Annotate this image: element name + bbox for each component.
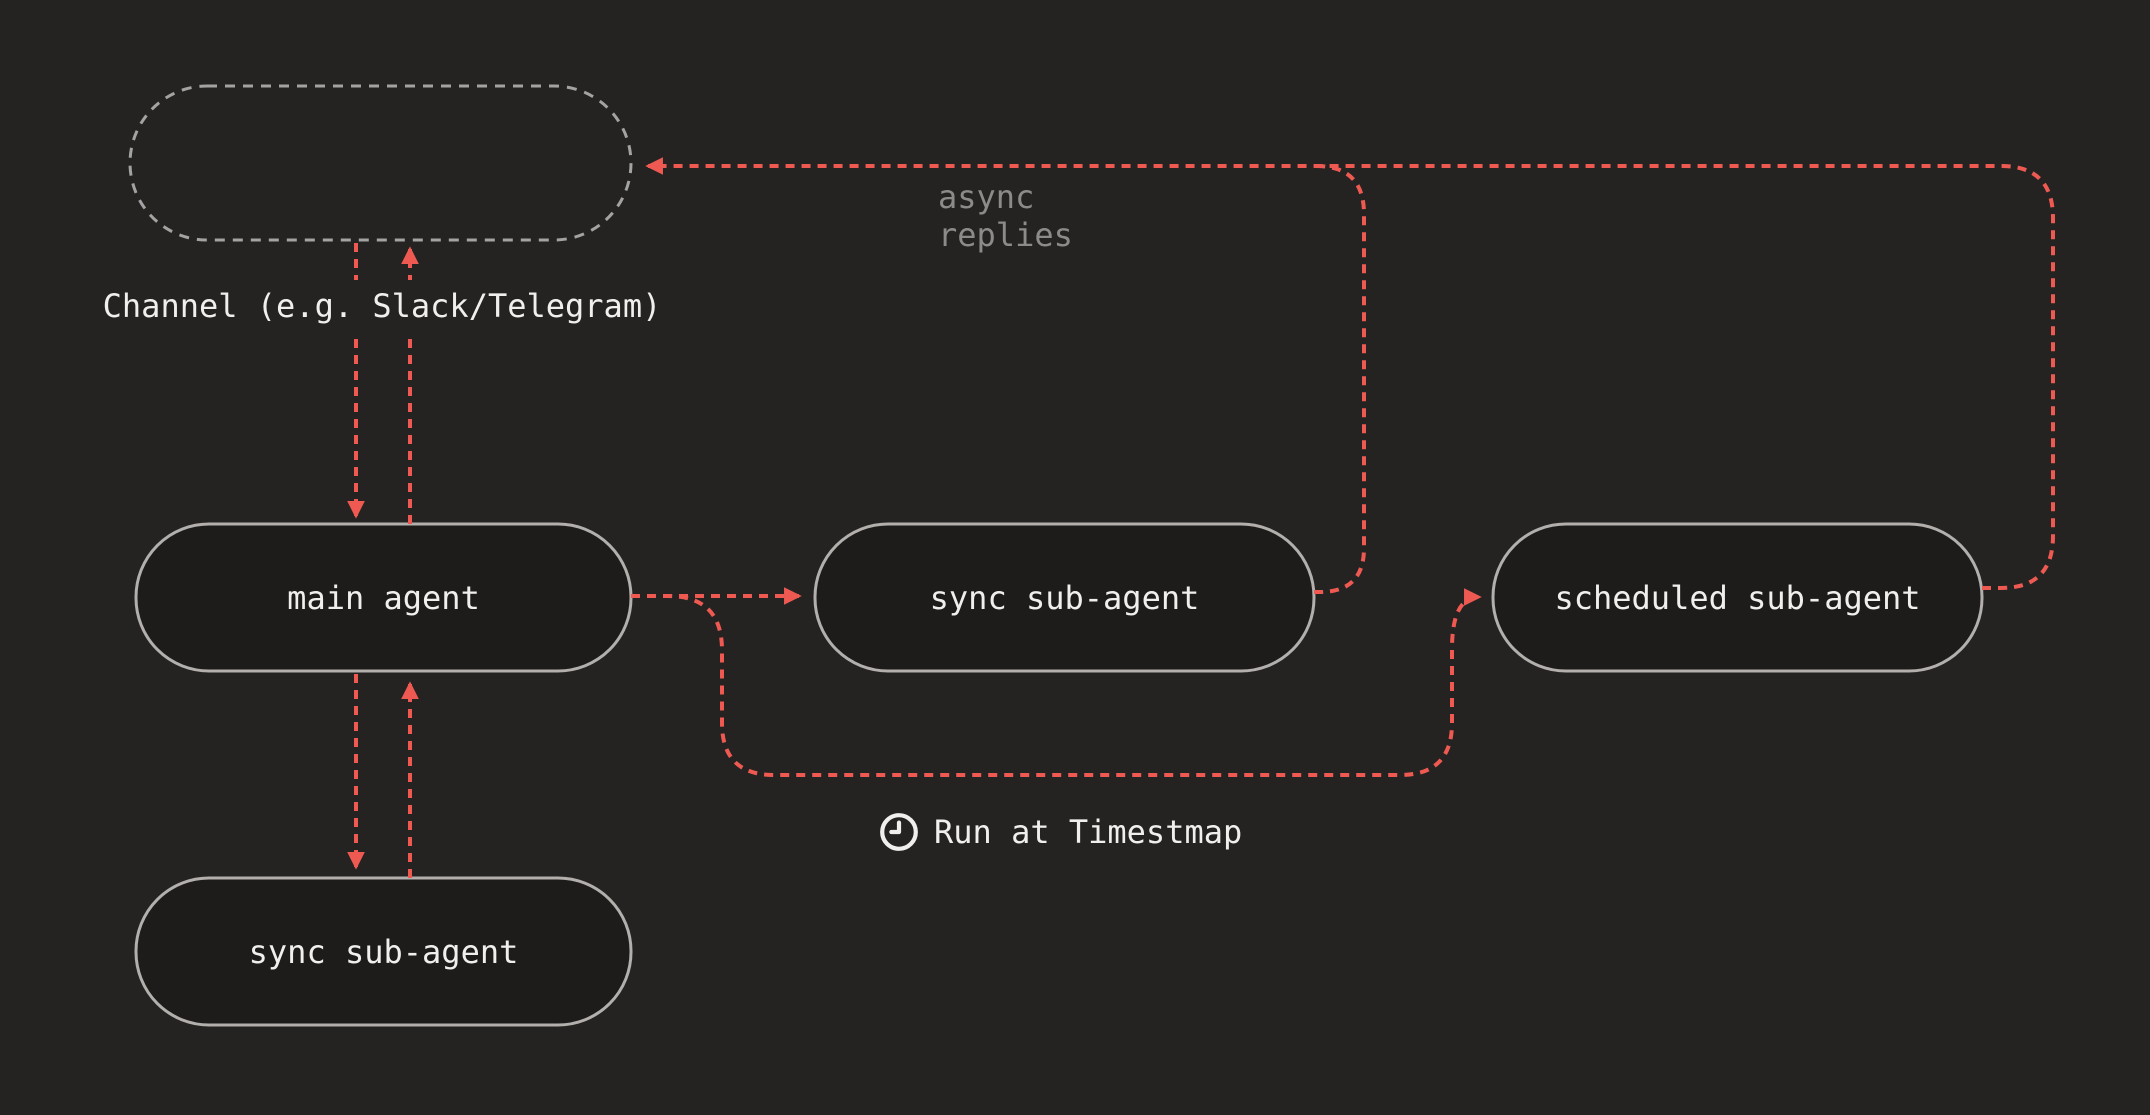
clock-icon bbox=[880, 813, 918, 851]
run-at-timestamp-text: Run at Timestmap bbox=[934, 813, 1243, 851]
node-channel-shape bbox=[128, 84, 633, 242]
edge-sync-sub-agent-async-reply bbox=[1314, 164, 1366, 594]
channel-label: Channel (e.g. Slack/Telegram) bbox=[86, 280, 678, 332]
node-sync-sub-agent-top-shape bbox=[813, 522, 1316, 673]
node-main-agent-shape bbox=[134, 522, 633, 673]
edge-scheduled-sub-agent-async-reply bbox=[645, 157, 2055, 590]
async-replies-label: async replies bbox=[928, 178, 1196, 254]
node-sync-sub-agent-bottom-shape bbox=[134, 876, 633, 1027]
node-scheduled-sub-agent-shape bbox=[1491, 522, 1984, 673]
run-at-timestamp-label: Run at Timestmap bbox=[868, 806, 1253, 858]
